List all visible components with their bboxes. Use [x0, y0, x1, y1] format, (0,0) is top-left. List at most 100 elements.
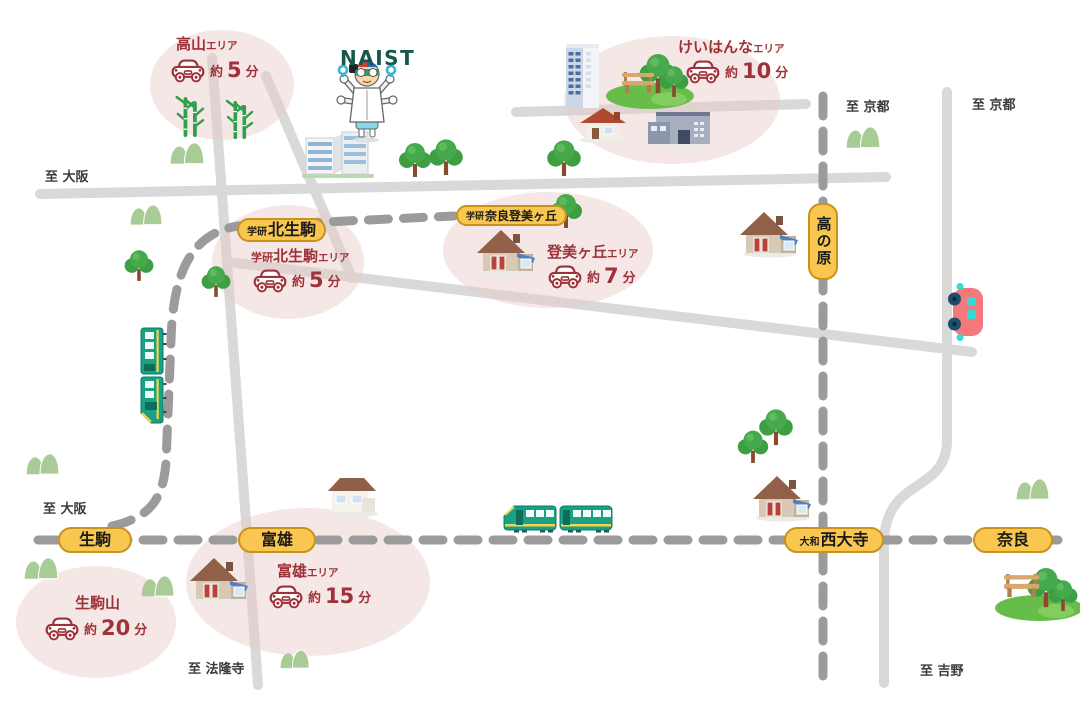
time-unit: 分: [358, 591, 372, 606]
time-about: 約: [308, 591, 322, 606]
station-yamato-saidaiji: 大和 西大寺: [784, 527, 884, 553]
illustrations: [24, 44, 1080, 669]
factory-icon: [648, 112, 713, 148]
direction-horyuji: 至 法隆寺: [188, 662, 245, 677]
drive-time-kitaikoma: 約 5 分: [252, 267, 341, 294]
station-name: 富雄: [260, 530, 293, 549]
car-icon: [170, 57, 206, 84]
drive-time-keihanna: 約 10 分: [685, 58, 788, 85]
car-icon: [547, 263, 583, 290]
tree-icon: [124, 250, 154, 281]
station-name: 奈良登美ヶ丘: [485, 208, 558, 223]
time-about: 約: [725, 66, 739, 81]
time-about: 約: [292, 275, 306, 290]
direction-kyoto-right: 至 京都: [972, 98, 1016, 113]
station-ikoma: 生駒: [58, 527, 132, 553]
car-icon: [252, 267, 288, 294]
naist-mascot: [336, 61, 398, 143]
naist-label: NAIST: [340, 46, 416, 70]
time-value: 5: [227, 58, 242, 82]
tree-icon: [547, 140, 581, 177]
drive-time-takayama: 約 5 分: [170, 57, 259, 84]
office-building-icon: [566, 44, 599, 108]
station-name: 西大寺: [820, 530, 869, 549]
direction-osaka-bottom: 至 大阪: [43, 502, 87, 517]
road-to-osaka: [35, 172, 891, 199]
area-name: 登美ヶ丘: [547, 243, 608, 261]
direction-kyoto-left: 至 京都: [846, 100, 890, 115]
park-icon: [995, 568, 1080, 621]
railway-keihanna-line: [107, 211, 459, 531]
house-icon: [739, 211, 799, 258]
area-name: 北生駒: [273, 247, 319, 265]
time-about: 約: [587, 271, 601, 286]
time-value: 5: [309, 268, 324, 292]
bush-icon: [846, 126, 881, 149]
area-label-ikomayama: 生駒山: [75, 594, 120, 612]
road-right-vertical: [879, 87, 952, 688]
area-suffix: エリア: [607, 248, 639, 260]
area-label-keihanna: けいはんなエリア: [678, 38, 785, 56]
bush-icon: [26, 453, 60, 475]
car-icon: [685, 58, 721, 85]
area-name: 生駒山: [75, 594, 121, 612]
bush-icon: [24, 557, 59, 580]
drive-time-tomio: 約 15 分: [268, 583, 371, 610]
area-suffix: エリア: [753, 43, 785, 55]
area-label-tomigaoka: 登美ヶ丘エリア: [547, 243, 639, 261]
park-icon: [606, 54, 694, 109]
house-icon: [580, 108, 632, 144]
train-icon: [140, 327, 167, 424]
time-value: 15: [325, 584, 355, 608]
station-prefix: 学研: [466, 212, 485, 222]
area-suffix: エリア: [307, 567, 339, 579]
tree-icon: [737, 430, 769, 463]
time-unit: 分: [327, 275, 341, 290]
station-nara: 奈良: [973, 527, 1053, 553]
train-icon: [503, 505, 613, 533]
car-icon: [268, 583, 304, 610]
time-about: 約: [84, 623, 98, 638]
time-about: 約: [210, 65, 224, 80]
tree-icon: [759, 409, 793, 446]
time-value: 20: [101, 616, 131, 640]
area-label-takayama: 高山エリア: [176, 35, 238, 53]
pink-car-icon: [948, 283, 983, 341]
railways: [33, 91, 1063, 688]
time-unit: 分: [622, 271, 636, 286]
direction-yoshino: 至 吉野: [920, 664, 964, 679]
station-name: 生駒: [78, 530, 111, 549]
area-name: 高山: [176, 35, 207, 53]
roads: [35, 53, 977, 690]
area-label-tomio: 富雄エリア: [277, 562, 339, 580]
area-name: けいはんな: [678, 38, 754, 56]
area-prefix: 学研: [251, 251, 273, 264]
area-label-kitaikoma: 学研北生駒エリア: [251, 247, 350, 265]
time-unit: 分: [134, 623, 148, 638]
bush-icon: [1016, 478, 1050, 500]
station-prefix: 学研: [247, 226, 267, 238]
area-suffix: エリア: [318, 252, 350, 264]
station-gakken-nara-tomigaoka: 学研 奈良登美ヶ丘: [456, 205, 568, 226]
station-prefix: 大和: [799, 536, 820, 548]
station-name: 高の原: [814, 216, 833, 267]
bush-icon: [170, 142, 205, 165]
drive-time-ikomayama: 約 20 分: [44, 615, 147, 642]
road-to-horyuji: [207, 53, 263, 690]
station-name: 北生駒: [268, 220, 317, 239]
car-icon: [44, 615, 80, 642]
station-takanohara: 高の原: [808, 203, 838, 280]
direction-osaka-top: 至 大阪: [45, 170, 89, 185]
station-tomio: 富雄: [238, 527, 316, 553]
time-unit: 分: [775, 66, 789, 81]
time-value: 10: [742, 59, 772, 83]
house-icon: [326, 478, 378, 518]
station-name: 奈良: [996, 530, 1029, 549]
time-unit: 分: [245, 65, 259, 80]
ellipse-ikomayama: [16, 566, 176, 678]
area-suffix: エリア: [206, 40, 238, 52]
area-name: 富雄: [277, 562, 308, 580]
station-gakken-kita-ikoma: 学研 北生駒: [237, 218, 327, 242]
